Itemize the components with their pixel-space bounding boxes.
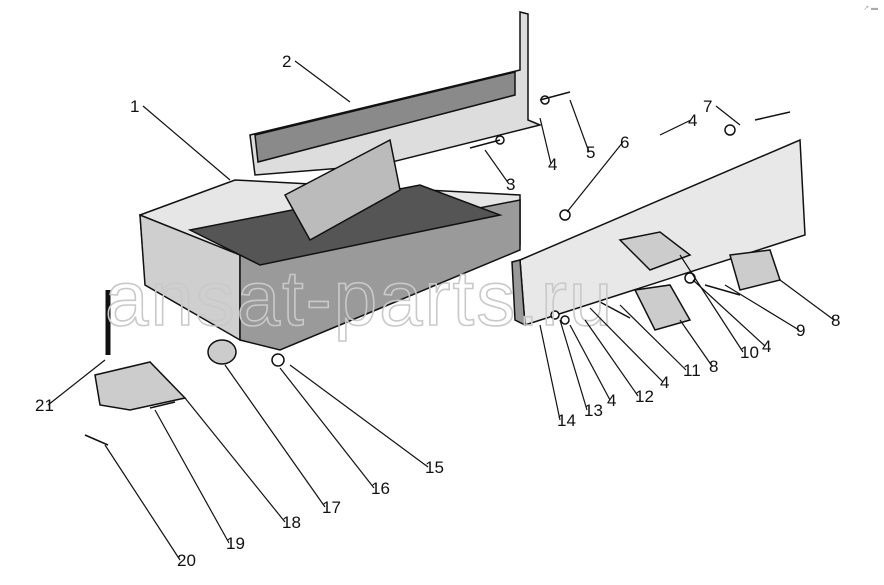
callout-number: 11 bbox=[683, 361, 701, 380]
callout-leader-line bbox=[47, 359, 106, 406]
corner-mark: ↗ ▬ bbox=[863, 5, 878, 12]
fasteners bbox=[149, 91, 791, 409]
brackets bbox=[84, 231, 781, 446]
callout-leader-line bbox=[484, 149, 510, 185]
main-frame bbox=[139, 138, 521, 365]
callout-number: 4 bbox=[660, 373, 669, 392]
callout-leader-line bbox=[679, 254, 744, 353]
callout-number: 9 bbox=[796, 321, 805, 340]
callout-leader-line bbox=[539, 324, 561, 421]
callout-leader-line bbox=[692, 279, 766, 347]
callout-number: 4 bbox=[548, 155, 557, 174]
callout-number: 18 bbox=[282, 513, 301, 532]
callout-number: 2 bbox=[282, 52, 291, 71]
callout-number: 5 bbox=[586, 143, 595, 162]
callout-number: 4 bbox=[688, 111, 697, 130]
callout-number: 15 bbox=[425, 458, 444, 477]
callout-number: 14 bbox=[557, 411, 576, 430]
callout-leader-line bbox=[154, 409, 230, 544]
callout-number: 4 bbox=[607, 391, 616, 410]
callout-leader-line bbox=[289, 364, 429, 468]
callout-number: 13 bbox=[584, 401, 603, 420]
callout-number: 4 bbox=[762, 337, 771, 356]
callout-leader-line bbox=[584, 319, 639, 397]
callout-leader-line bbox=[184, 397, 286, 523]
callout-number: 8 bbox=[709, 357, 718, 376]
callout-number: 1 bbox=[130, 97, 139, 116]
watermark: ansat-parts.ru bbox=[105, 254, 614, 342]
callout-number: 10 bbox=[740, 343, 759, 362]
callout-leader-line bbox=[715, 105, 741, 126]
callout-number: 21 bbox=[35, 396, 54, 415]
callout-leader-line bbox=[659, 119, 692, 136]
side-plate bbox=[511, 138, 806, 327]
callout-leader-line bbox=[279, 367, 375, 489]
callout-number: 19 bbox=[226, 534, 245, 553]
callout-leader-line bbox=[569, 324, 611, 401]
callout-number: 12 bbox=[635, 387, 654, 406]
callout-leader-line bbox=[724, 284, 800, 331]
callout-leader-line bbox=[566, 141, 624, 213]
callout-leader-line bbox=[224, 364, 326, 508]
callout-leader-line bbox=[619, 304, 687, 371]
callout-number: 7 bbox=[703, 97, 712, 116]
callout-number: 3 bbox=[506, 175, 515, 194]
callout-number: 17 bbox=[322, 498, 341, 517]
callout-number: 8 bbox=[831, 311, 840, 330]
callout-number: 6 bbox=[620, 133, 629, 152]
callout-leader-line bbox=[104, 444, 181, 561]
callout-number: 20 bbox=[177, 551, 196, 570]
callout-leader-line bbox=[679, 319, 713, 367]
callout-leader-line bbox=[142, 105, 231, 181]
callout-leader-line bbox=[589, 307, 664, 383]
callout-leader-line bbox=[569, 99, 590, 153]
callout-leader-line bbox=[294, 60, 351, 103]
rear-frame-plate bbox=[249, 11, 543, 176]
callout-number: 16 bbox=[371, 479, 390, 498]
callout-leader-line bbox=[539, 117, 552, 165]
callout-leader-line bbox=[779, 279, 835, 321]
callout-leader-line bbox=[559, 319, 588, 411]
